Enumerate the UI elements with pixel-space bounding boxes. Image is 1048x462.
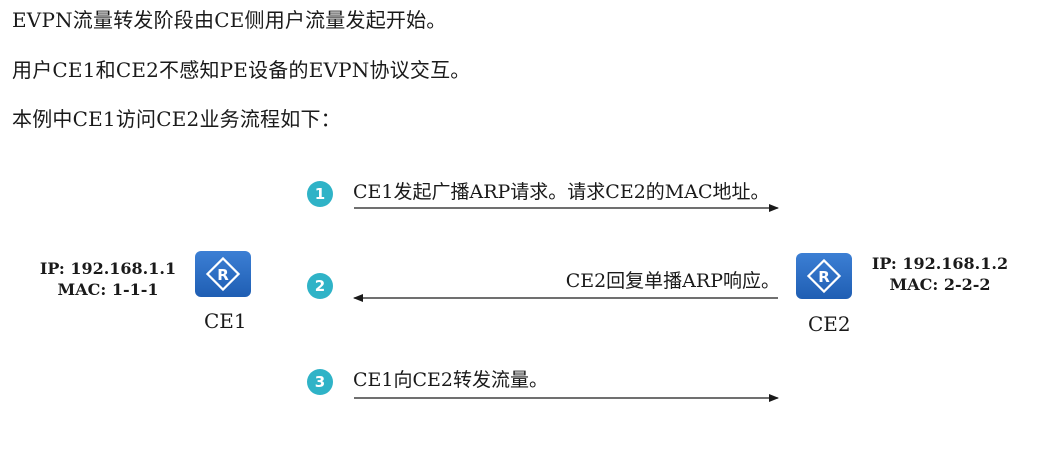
step-1-text: CE1发起广播ARP请求。请求CE2的MAC地址。 [353, 181, 770, 203]
intro-line-3: 本例中CE1访问CE2业务流程如下： [12, 107, 341, 131]
ce2-mac: MAC: 2-2-2 [889, 275, 991, 294]
step-1-badge: 1 [307, 181, 333, 207]
step-2-badge: 2 [307, 273, 333, 299]
ce2-address-block: IP: 192.168.1.2 MAC: 2-2-2 [862, 253, 1018, 295]
ce1-router-icon: R [195, 251, 251, 297]
ce1-mac: MAC: 1-1-1 [57, 280, 159, 299]
step-3-badge: 3 [307, 369, 333, 395]
svg-text:R: R [818, 268, 830, 286]
ce2-label: CE2 [808, 312, 851, 336]
ce1-label: CE1 [204, 309, 247, 333]
ce1-ip: IP: 192.168.1.1 [39, 259, 177, 278]
intro-line-1: EVPN流量转发阶段由CE侧用户流量发起开始。 [12, 8, 447, 32]
intro-line-2: 用户CE1和CE2不感知PE设备的EVPN协议交互。 [12, 58, 471, 82]
ce2-ip: IP: 192.168.1.2 [871, 254, 1009, 273]
ce2-router-icon: R [796, 253, 852, 299]
ce1-address-block: IP: 192.168.1.1 MAC: 1-1-1 [30, 258, 186, 300]
step-2-text: CE2回复单播ARP响应。 [565, 270, 780, 292]
svg-text:R: R [217, 266, 229, 284]
step-3-text: CE1向CE2转发流量。 [353, 369, 548, 391]
